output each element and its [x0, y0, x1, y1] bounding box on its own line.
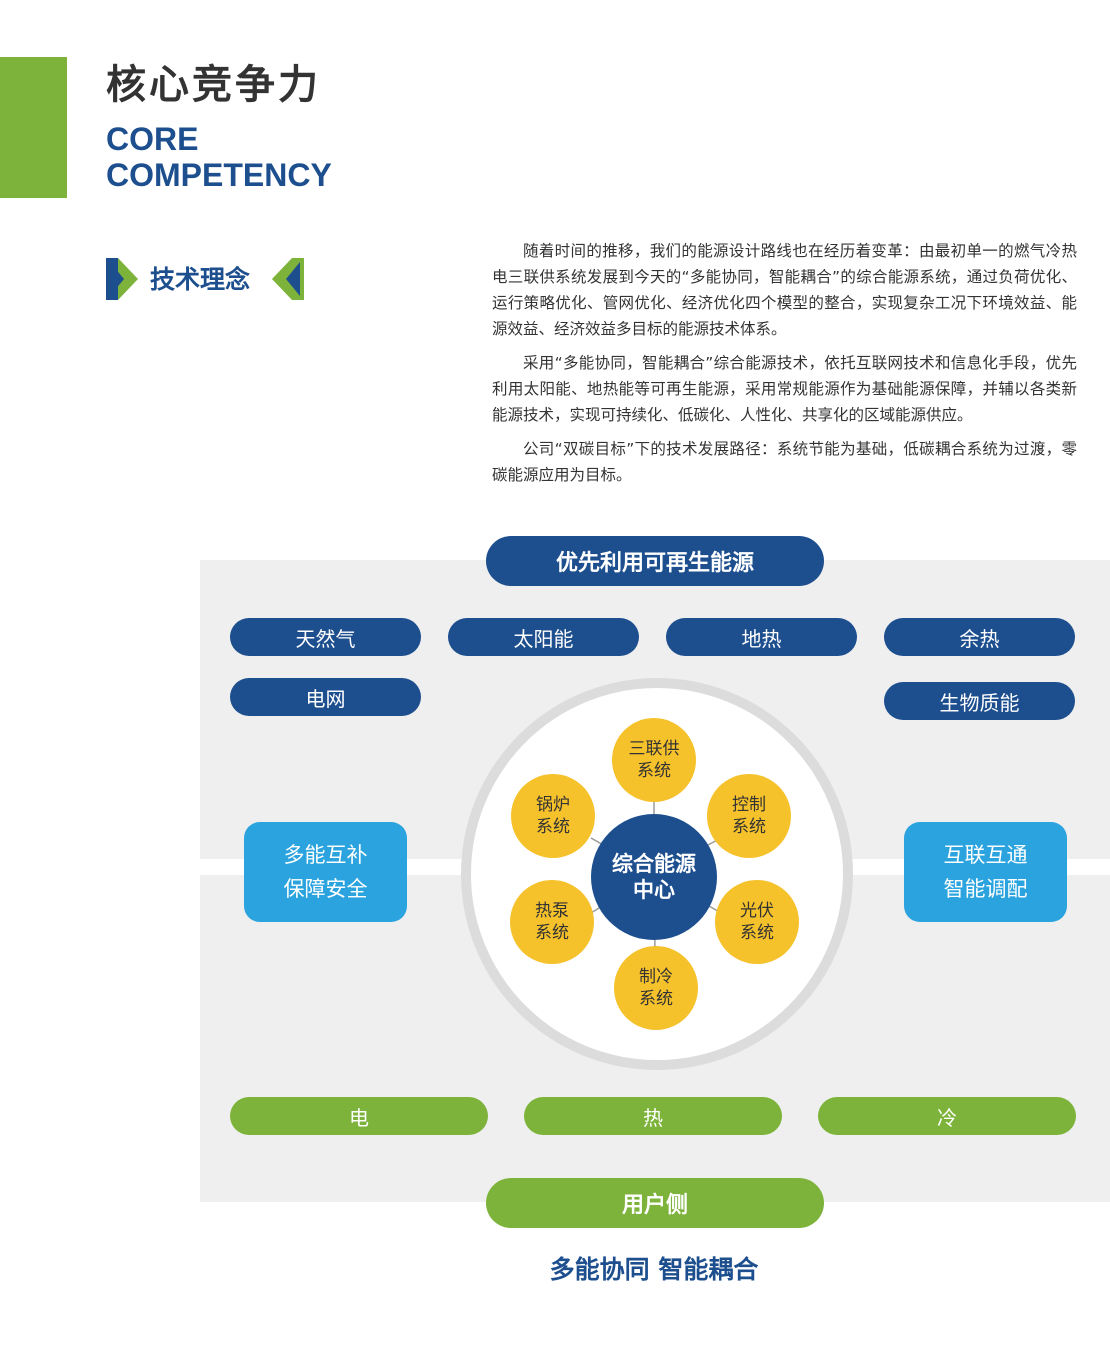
- source-natural-gas: 天然气: [230, 618, 421, 656]
- node-control: 控制 系统: [707, 774, 791, 858]
- intro-paragraph: 采用“多能协同，智能耦合”综合能源技术，依托互联网技术和信息化手段，优先利用太阳…: [492, 354, 1077, 424]
- source-waste-heat: 余热: [884, 618, 1075, 656]
- source-biomass: 生物质能: [884, 682, 1075, 720]
- accent-bar: [0, 57, 67, 198]
- energy-center-line1: 综合能源: [612, 852, 696, 876]
- node-cooling: 制冷 系统: [614, 946, 698, 1030]
- section-title: 技术理念: [150, 265, 251, 294]
- interconnect-box: 互联互通 智能调配: [904, 822, 1067, 922]
- multi-energy-box: 多能互补 保障安全: [244, 822, 407, 922]
- arrow-left-icon: [272, 258, 304, 300]
- output-electricity: 电: [230, 1097, 488, 1135]
- node-control-line1: 控制: [732, 795, 766, 815]
- node-control-line2: 系统: [732, 817, 766, 837]
- section-heading: 技术理念: [106, 258, 306, 300]
- node-boiler: 锅炉 系统: [511, 774, 595, 858]
- node-heat-pump: 热泵 系统: [510, 880, 594, 964]
- multi-energy-line2: 保障安全: [283, 877, 368, 901]
- energy-center-line2: 中心: [633, 878, 675, 902]
- intro-paragraph: 随着时间的推移，我们的能源设计路线也在经历着变革：由最初单一的燃气冷热电三联供系…: [492, 242, 1077, 338]
- user-side-banner: 用户侧: [486, 1178, 824, 1228]
- source-solar: 太阳能: [448, 618, 639, 656]
- node-cchp-line1: 三联供: [628, 739, 680, 759]
- node-boiler-line1: 锅炉: [536, 795, 570, 815]
- source-grid: 电网: [230, 678, 421, 716]
- multi-energy-line1: 多能互补: [283, 843, 368, 867]
- node-heat-pump-line2: 系统: [535, 923, 569, 943]
- node-pv-line2: 系统: [740, 923, 774, 943]
- interconnect-line1: 互联互通: [943, 843, 1028, 867]
- energy-center-node: 综合能源 中心: [591, 814, 717, 940]
- page-title: 核心竞争力: [106, 62, 321, 108]
- intro-paragraph: 公司“双碳目标”下的技术发展路径：系统节能为基础，低碳耦合系统为过渡，零碳能源应…: [492, 440, 1077, 484]
- node-cooling-line2: 系统: [639, 989, 673, 1009]
- output-cooling: 冷: [818, 1097, 1076, 1135]
- page-title-en-line2: COMPETENCY: [106, 157, 332, 193]
- output-heat: 热: [524, 1097, 782, 1135]
- node-cchp-line2: 系统: [637, 761, 671, 781]
- node-pv-line1: 光伏: [740, 901, 774, 921]
- arrow-right-icon: [106, 258, 138, 300]
- node-cchp: 三联供 系统: [612, 718, 696, 802]
- source-geothermal: 地热: [666, 618, 857, 656]
- page-title-en: CORE COMPETENCY: [106, 121, 332, 193]
- tagline: 多能协同 智能耦合: [549, 1255, 759, 1284]
- interconnect-line2: 智能调配: [943, 877, 1028, 901]
- node-pv: 光伏 系统: [715, 880, 799, 964]
- node-heat-pump-line1: 热泵: [535, 901, 569, 921]
- node-boiler-line2: 系统: [536, 817, 570, 837]
- node-cooling-line1: 制冷: [639, 967, 673, 987]
- intro-text: 随着时间的推移，我们的能源设计路线也在经历着变革：由最初单一的燃气冷热电三联供系…: [492, 238, 1077, 496]
- renewable-banner: 优先利用可再生能源: [486, 536, 824, 586]
- page-title-en-line1: CORE: [106, 121, 199, 157]
